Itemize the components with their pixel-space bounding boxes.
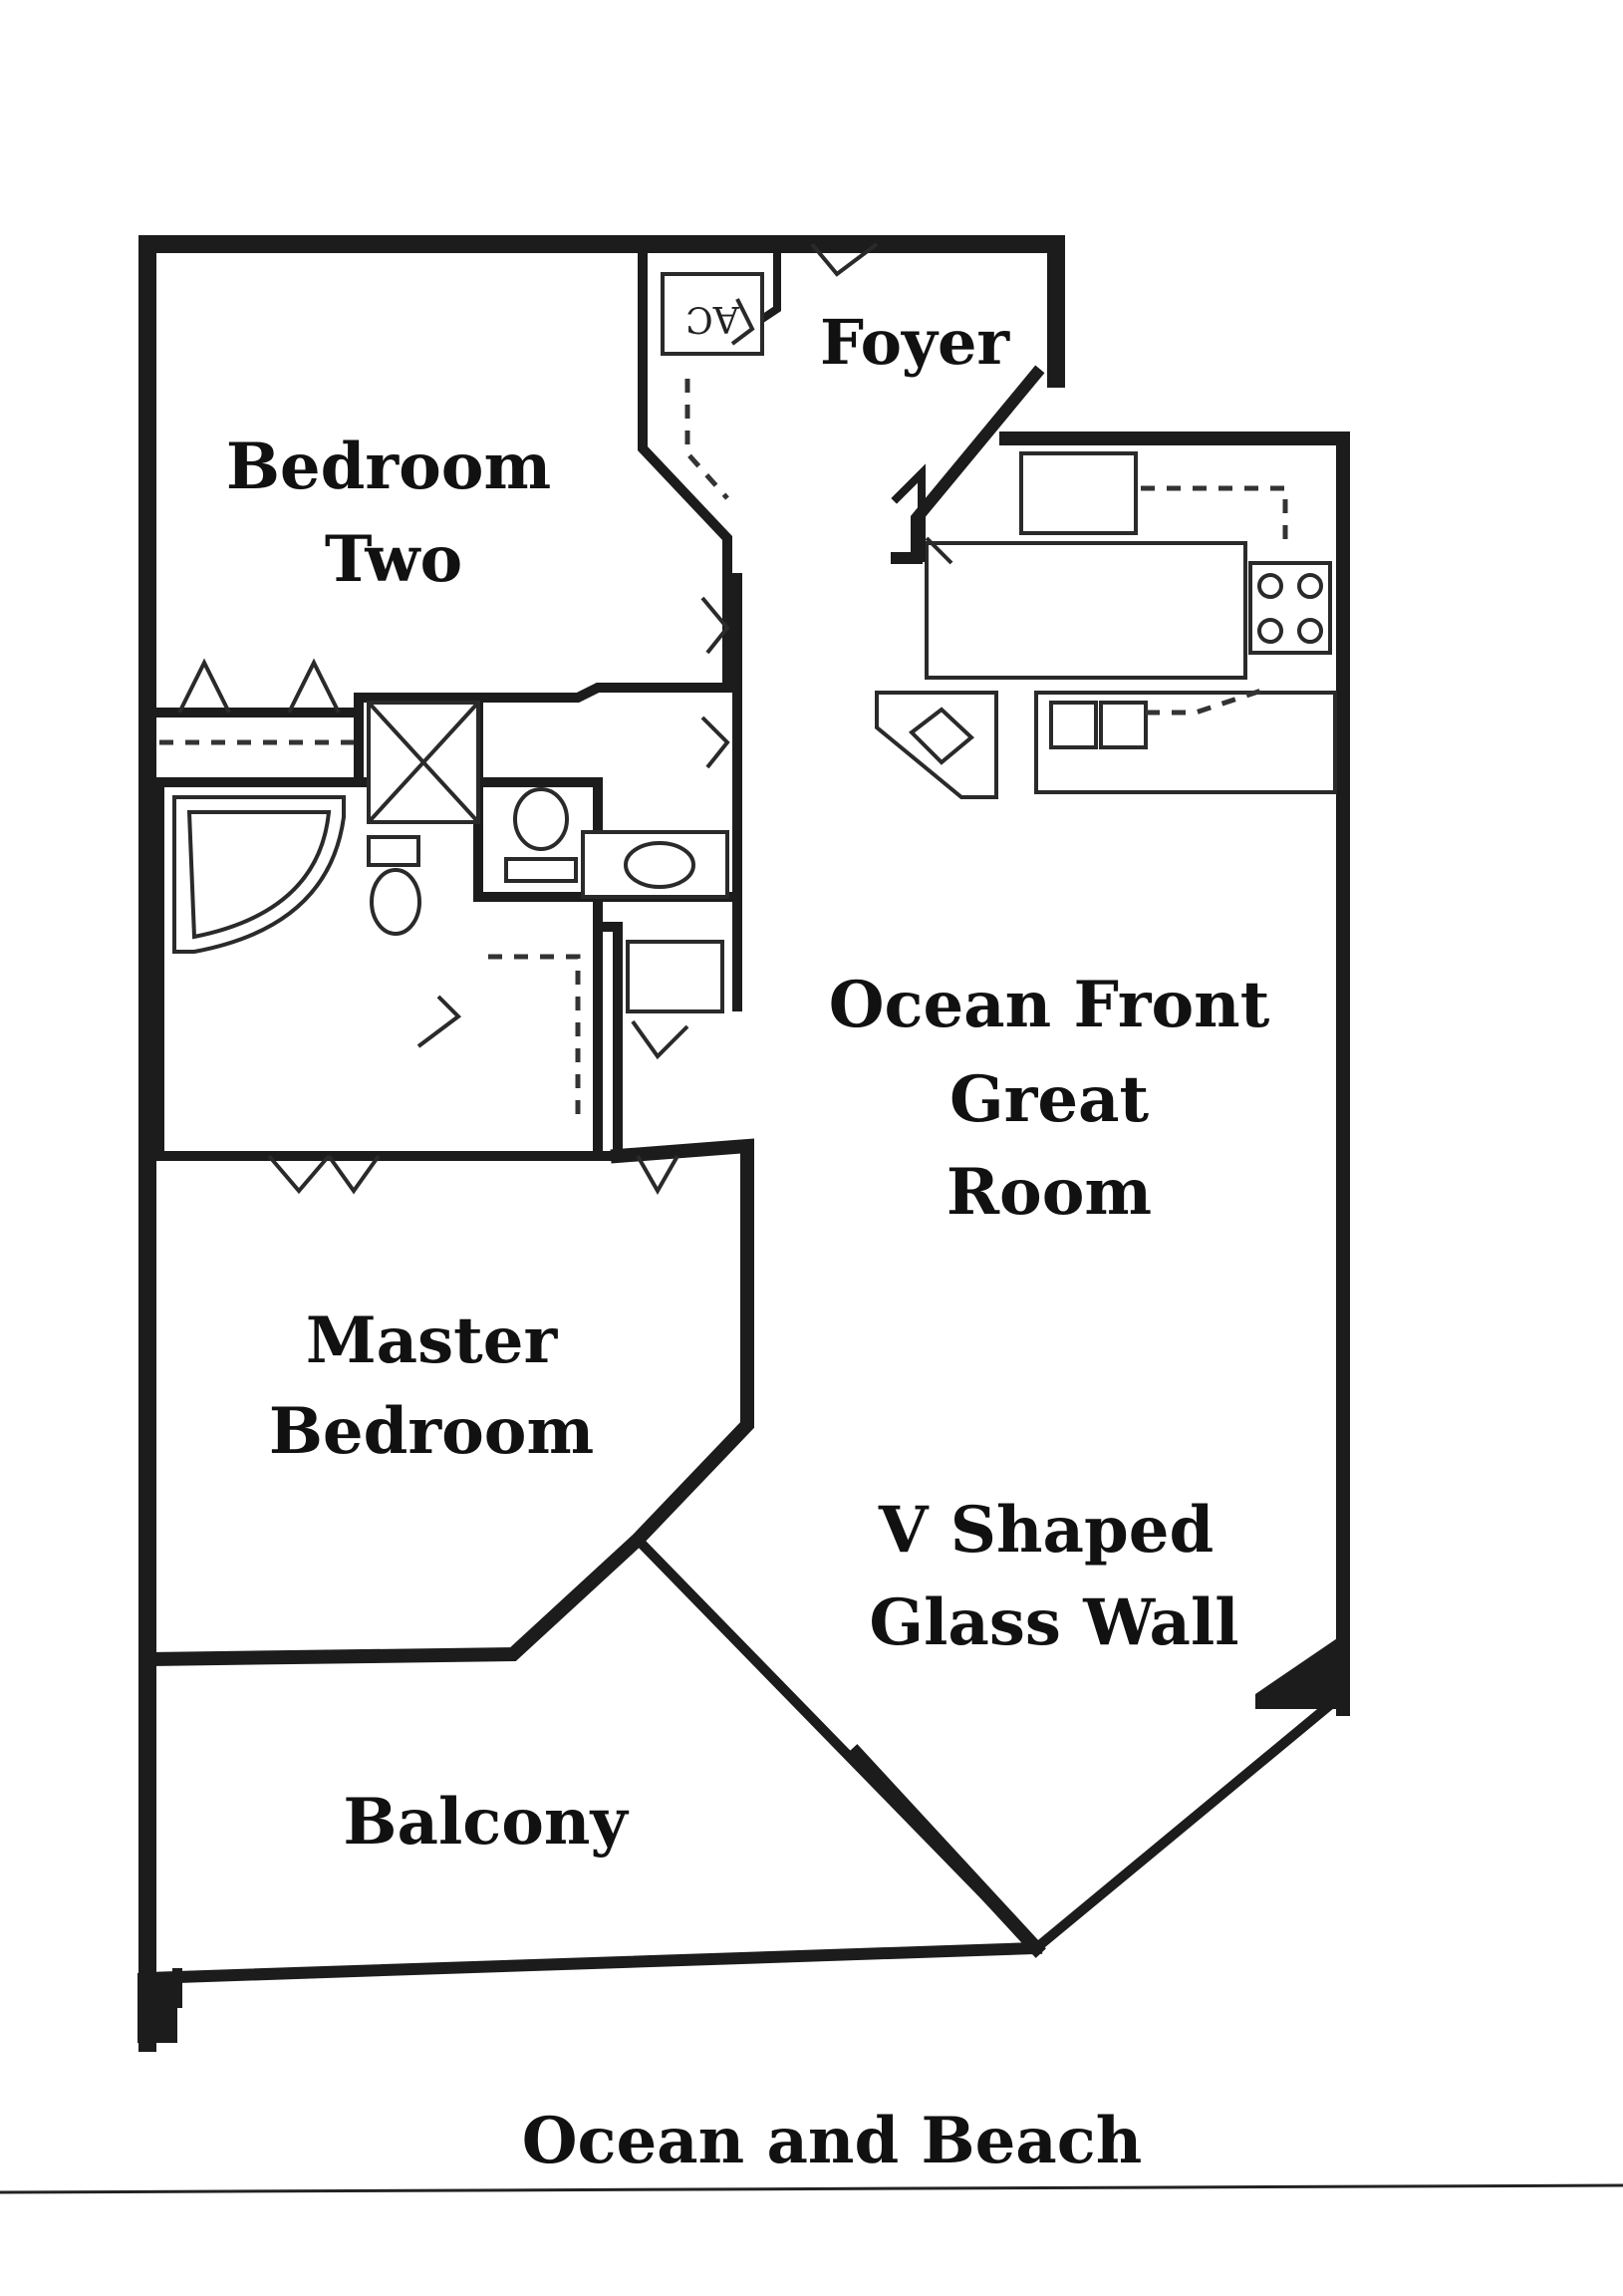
label-foyer: Foyer (820, 306, 1010, 379)
label-bedroom-two-2: Two (325, 522, 462, 597)
label-glass-wall-1: V Shaped (878, 1493, 1214, 1568)
label-master-1: Master (306, 1303, 559, 1378)
baseline-rule (0, 2183, 1623, 2194)
room-labels: Foyer Bedroom Two Ocean Front Great Room… (226, 306, 1270, 1860)
ac-label: AC (685, 298, 740, 339)
label-master-2: Bedroom (269, 1394, 594, 1469)
outer-walls (137, 235, 1351, 2052)
bath-fixtures: AC (159, 272, 764, 1116)
label-balcony: Balcony (343, 1785, 629, 1860)
label-glass-wall-2: Glass Wall (869, 1585, 1238, 1660)
label-bedroom-two-1: Bedroom (226, 430, 551, 504)
label-great-room-3: Room (947, 1155, 1152, 1230)
door-swings (177, 242, 953, 1196)
footer: Ocean and Beach (0, 2104, 1623, 2194)
label-great-room-1: Ocean Front (829, 968, 1270, 1042)
label-great-room-2: Great (949, 1062, 1150, 1137)
column-right (1255, 1634, 1343, 1709)
caption-ocean-beach: Ocean and Beach (522, 2104, 1143, 2178)
column-left (137, 1973, 177, 2043)
kitchen (875, 451, 1337, 799)
